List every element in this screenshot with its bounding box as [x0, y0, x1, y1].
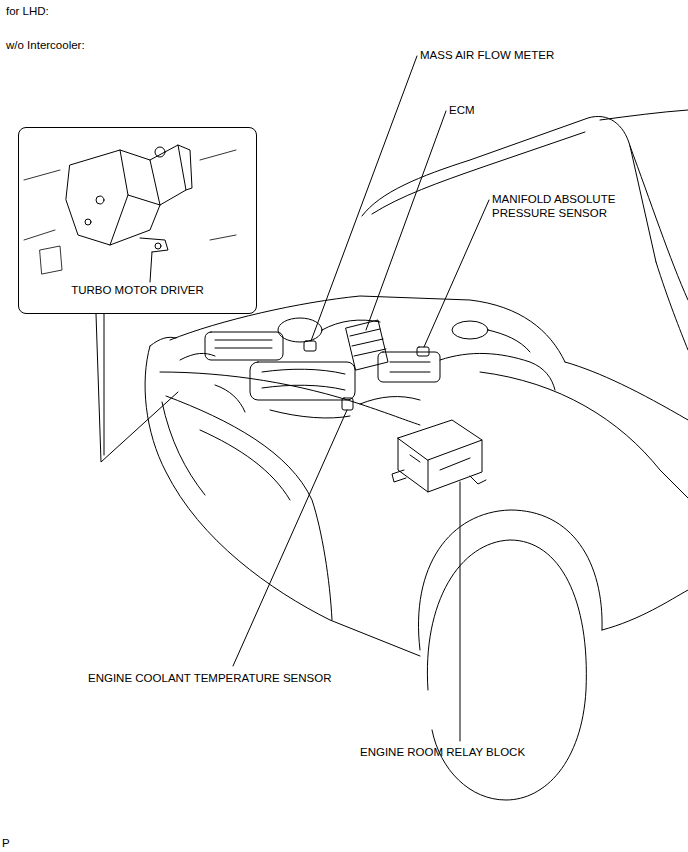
condition-note: for LHD:: [6, 4, 49, 18]
inset-box: TURBO MOTOR DRIVER: [18, 127, 257, 314]
part-name: ECM: [449, 103, 475, 117]
condition-note: w/o Intercooler:: [6, 38, 85, 52]
part-name: TURBO MOTOR DRIVER: [19, 283, 256, 297]
part-name: MANIFOLD ABSOLUTE PRESSURE SENSOR: [492, 192, 620, 220]
part-name: ENGINE ROOM RELAY BLOCK: [360, 745, 525, 759]
part-name: MASS AIR FLOW METER: [420, 48, 554, 62]
part-name: ENGINE COOLANT TEMPERATURE SENSOR: [88, 671, 331, 685]
page-mark: P: [2, 836, 10, 850]
